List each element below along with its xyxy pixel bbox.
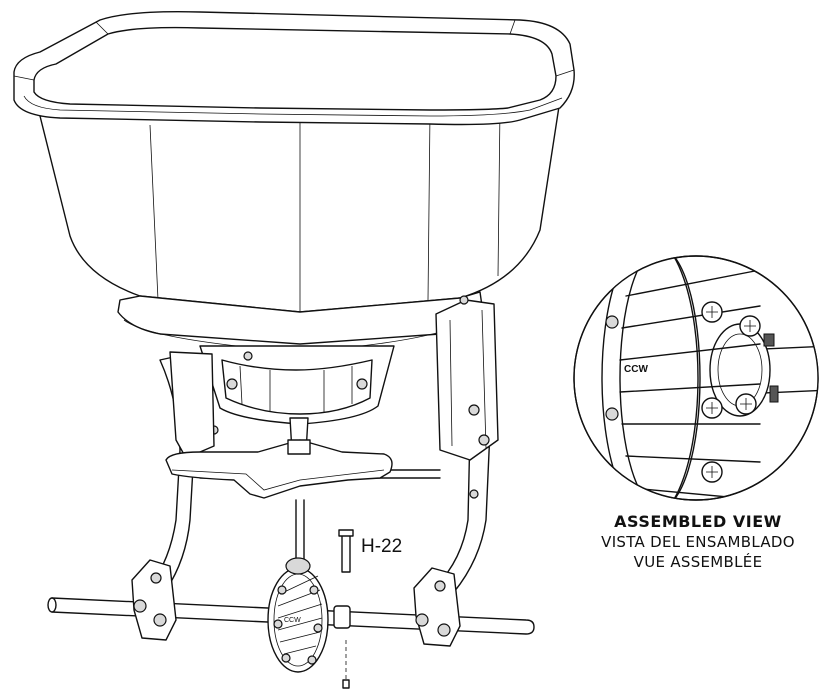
deflector-plate bbox=[165, 439, 393, 499]
frame-bolt bbox=[459, 295, 469, 305]
axle-end-left bbox=[47, 597, 57, 613]
hopper bbox=[13, 10, 575, 313]
deflector-edge bbox=[171, 469, 385, 491]
spinner-bolt bbox=[277, 585, 287, 595]
hub-mount-right bbox=[413, 567, 461, 647]
caption-english: ASSEMBLED VIEW bbox=[614, 512, 782, 531]
spinner-ccw-mark: CCW bbox=[284, 617, 301, 624]
caption-french: VUE ASSEMBLÉE bbox=[633, 553, 763, 571]
frame-bolt bbox=[478, 434, 490, 446]
spinner-bolt bbox=[309, 585, 319, 595]
detail-edge-bolt bbox=[605, 315, 619, 329]
detail-edge-bolt bbox=[613, 256, 627, 269]
frame-bracket-left bbox=[169, 351, 215, 459]
spinner-hub bbox=[285, 557, 311, 575]
gearbox-bolt bbox=[243, 351, 253, 361]
assembled-view-detail: CCW bbox=[573, 255, 819, 501]
deflector-hub bbox=[287, 439, 311, 455]
part-label-h22: H-22 bbox=[361, 536, 403, 557]
hopper-rim-ticks bbox=[13, 19, 575, 81]
hopper-panel-lines bbox=[149, 107, 501, 312]
hopper-rim-outer bbox=[13, 10, 575, 126]
detail-circle-outline bbox=[573, 255, 819, 501]
frame-bolt bbox=[469, 489, 479, 499]
spinner-bolt bbox=[313, 623, 323, 633]
detail-set-screw bbox=[769, 385, 779, 403]
frame-bolt bbox=[468, 404, 480, 416]
spinner-bolt bbox=[307, 655, 317, 665]
hub-bolt bbox=[434, 580, 446, 592]
gearbox-bolt bbox=[356, 378, 368, 390]
spinner-bolt bbox=[273, 619, 283, 629]
hub-bolt bbox=[415, 613, 429, 627]
bottom-pin bbox=[342, 679, 350, 689]
hopper-rim-lip bbox=[23, 95, 563, 117]
gearbox-housing bbox=[221, 359, 373, 415]
h22-pin-head bbox=[338, 529, 354, 537]
h22-pin bbox=[341, 533, 351, 573]
detail-edge-bolt bbox=[605, 407, 619, 421]
spinner-fins bbox=[277, 575, 323, 655]
spinner-deflector bbox=[165, 439, 393, 499]
shaft-assembly bbox=[47, 499, 535, 689]
axle-coupling bbox=[333, 605, 351, 629]
hub-bolt bbox=[153, 613, 167, 627]
detail-fins bbox=[619, 269, 761, 500]
gearbox-bolt bbox=[226, 378, 238, 390]
gearbox-lines bbox=[239, 365, 353, 412]
detail-set-screw bbox=[763, 333, 775, 347]
detail-ccw-mark: CCW bbox=[624, 364, 648, 375]
detail-bolt-crosses bbox=[706, 306, 756, 478]
spinner-bolt bbox=[281, 653, 291, 663]
funnel-gearbox bbox=[117, 291, 483, 453]
hub-bolt bbox=[133, 599, 147, 613]
detail-disc-rim bbox=[619, 256, 701, 500]
frame-bracket-lines bbox=[449, 309, 487, 449]
detail-disc bbox=[601, 256, 699, 500]
caption-spanish: VISTA DEL ENSAMBLADO bbox=[601, 533, 795, 551]
drive-shaft bbox=[295, 499, 305, 561]
frame-bracket-right bbox=[435, 299, 499, 461]
frame bbox=[149, 295, 499, 593]
hub-bolt bbox=[437, 623, 451, 637]
assembled-view-caption: ASSEMBLED VIEW VISTA DEL ENSAMBLADO VUE … bbox=[568, 512, 822, 572]
hub-bolt bbox=[150, 572, 162, 584]
